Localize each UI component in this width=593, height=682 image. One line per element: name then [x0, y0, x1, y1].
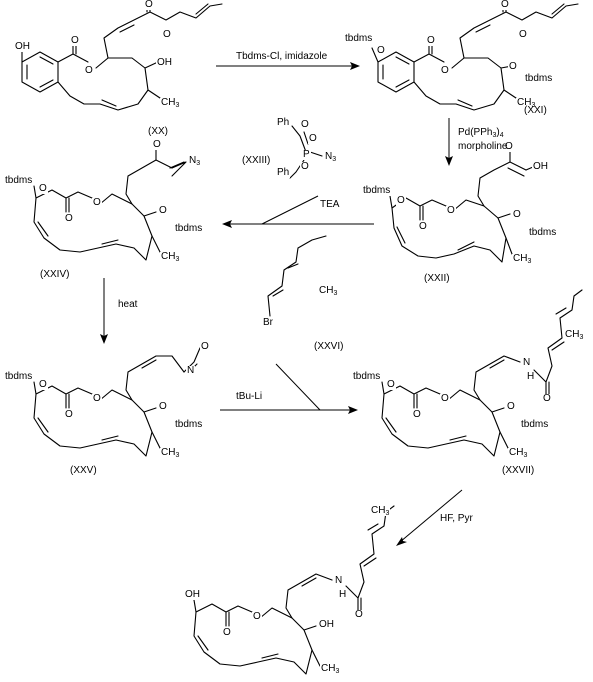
structure-xxv — [33, 347, 201, 457]
atom-p: P — [302, 149, 311, 160]
atom-o: O — [308, 133, 318, 144]
atom-o: O — [158, 401, 168, 412]
atom-o: O — [446, 205, 456, 216]
atom-tbdms: tbdms — [352, 371, 382, 382]
atom-o: O — [396, 195, 406, 206]
atom-o: O — [38, 379, 48, 390]
atom-ch3: CH3 — [516, 97, 537, 109]
atom-oh: OH — [184, 589, 201, 600]
atom-o: O — [386, 379, 396, 390]
atom-o: O — [152, 139, 162, 150]
atom-h: H — [338, 589, 348, 600]
atom-ch3: CH3 — [370, 505, 391, 517]
atom-o: O — [418, 221, 428, 232]
atom-tbdms: tbdms — [362, 185, 392, 196]
atom-o: O — [92, 197, 102, 208]
atom-o: O — [92, 393, 102, 404]
atom-ch3: CH3 — [160, 251, 181, 263]
atom-o: O — [512, 209, 522, 220]
structure-xx — [21, 1, 223, 111]
compound-label-xxvi: (XXVI) — [314, 341, 344, 352]
atom-oh: OH — [532, 161, 549, 172]
atom-o: O — [426, 35, 436, 46]
atom-n: N — [522, 357, 532, 368]
reaction-arrows — [100, 62, 463, 546]
atom-tbdms: tbdms — [174, 419, 204, 430]
atom-o: O — [440, 65, 450, 76]
atom-o: O — [64, 409, 74, 420]
atom-o: O — [70, 35, 80, 46]
atom-oh: OH — [156, 57, 173, 68]
atom-o: O — [506, 401, 516, 412]
atom-o: O — [144, 0, 154, 10]
atom-oh: OH — [14, 41, 31, 52]
atom-o: O — [440, 393, 450, 404]
atom-o: O — [38, 183, 48, 194]
structure-final-product — [193, 505, 395, 675]
reagent-step3: TEA — [320, 199, 340, 210]
atom-n3: N3 — [188, 155, 202, 167]
reagent-step6: HF, Pyr — [440, 513, 473, 524]
atom-o: O — [162, 29, 172, 40]
atom-o: O — [518, 29, 528, 40]
compound-label-xxii: (XXII) — [424, 273, 450, 284]
atom-o: O — [64, 213, 74, 224]
atom-br: Br — [262, 317, 274, 328]
atom-ch3: CH3 — [508, 447, 529, 459]
atom-tbdms: tbdms — [524, 73, 554, 84]
atom-o: O — [200, 341, 210, 352]
reagent-step2-morpholine: morpholine — [458, 141, 508, 152]
compound-label-xxv: (XXV) — [70, 465, 97, 476]
atom-ch3: CH3 — [160, 447, 181, 459]
structure-xxvi — [267, 235, 327, 317]
atom-ch3: CH3 — [512, 253, 533, 265]
compound-label-xxi: (XXI) — [524, 105, 547, 116]
atom-o: O — [222, 627, 232, 638]
atom-o: O — [504, 141, 514, 152]
atom-tbdms: tbdms — [4, 175, 34, 186]
reagent-step1: Tbdms-Cl, imidazole — [236, 51, 328, 62]
atom-o: O — [84, 65, 94, 76]
atom-ch3: CH3 — [160, 97, 181, 109]
atom-n3: N3 — [324, 151, 338, 163]
compound-label-xxiv: (XXIV) — [40, 269, 70, 280]
atom-o: O — [376, 45, 386, 56]
structure-xxii — [389, 149, 541, 263]
atom-o: O — [542, 393, 552, 404]
atom-oh: OH — [318, 619, 335, 630]
atom-o: O — [354, 609, 364, 620]
atom-ph: Ph — [276, 117, 291, 128]
structure-xxiv — [33, 147, 187, 261]
compound-label-xxvii: (XXVII) — [502, 465, 535, 476]
atom-o: O — [300, 119, 310, 130]
atom-n: N — [186, 365, 196, 376]
atom-o: O — [500, 0, 510, 10]
atom-ch3: CH3 — [564, 329, 585, 341]
structure-xxiii — [289, 125, 323, 179]
atom-tbdms: tbdms — [174, 223, 204, 234]
atom-ph: Ph — [276, 167, 291, 178]
atom-ch3: CH3 — [318, 285, 339, 297]
atom-tbdms: tbdms — [528, 227, 558, 238]
atom-o: O — [508, 61, 518, 72]
atom-tbdms: tbdms — [344, 33, 374, 44]
reagent-step5: tBu-Li — [236, 391, 263, 402]
reagent-step2: Pd(PPh3)4 — [458, 127, 504, 140]
compound-label-xxiii: (XXIII) — [242, 155, 271, 166]
structure-xxi — [371, 1, 579, 111]
atom-tbdms: tbdms — [520, 419, 550, 430]
atom-o: O — [252, 611, 262, 622]
reagent-step4: heat — [118, 299, 138, 310]
atom-o: O — [412, 409, 422, 420]
structure-xxvii — [381, 289, 583, 457]
atom-ch3: CH3 — [320, 663, 341, 675]
atom-o: O — [158, 205, 168, 216]
compound-label-xx: (XX) — [148, 126, 168, 137]
atom-o: O — [300, 161, 310, 172]
atom-n: N — [334, 575, 344, 586]
atom-h: H — [526, 371, 536, 382]
atom-tbdms: tbdms — [4, 371, 34, 382]
